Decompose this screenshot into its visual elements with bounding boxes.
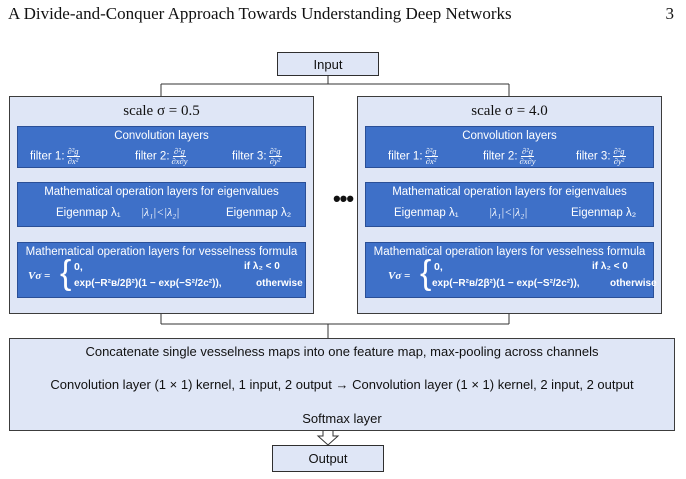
layer-title: Mathematical operation layers for eigenv… xyxy=(44,186,279,198)
layer-title: Mathematical operation layers for vessel… xyxy=(25,246,298,258)
layer-title: Mathematical operation layers for eigenv… xyxy=(392,186,627,198)
vesselness-layers-block: Mathematical operation layers for vessel… xyxy=(17,242,306,298)
vesselness-lhs: Vσ = xyxy=(388,270,411,282)
eigenvalue-layers-block: Mathematical operation layers for eigenv… xyxy=(17,182,306,227)
scale-panel-left: scale σ = 0.5 Convolution layers filter … xyxy=(9,96,314,314)
vesselness-lhs: Vσ = xyxy=(28,270,51,282)
softmax-step: Softmax layer xyxy=(302,411,382,426)
layer-title: Convolution layers xyxy=(114,130,209,142)
vesselness-case1: 0, xyxy=(434,261,443,273)
vesselness-cond1: if λ₂ < 0 xyxy=(592,261,628,272)
eigenmap-lambda1: Eigenmap λ₁ xyxy=(56,207,121,219)
paper-title: A Divide-and-Conquer Approach Towards Un… xyxy=(8,4,512,23)
vesselness-case1: 0, xyxy=(74,261,83,273)
input-node: Input xyxy=(277,52,379,76)
eigenmap-lambda1: Eigenmap λ₁ xyxy=(394,207,459,219)
filter-2: filter 2:∂²g∂x∂y xyxy=(135,146,188,166)
convolution-layers-block: Convolution layers filter 1:∂²g∂x² filte… xyxy=(17,126,306,168)
filter-3: filter 3:∂²g∂y² xyxy=(232,146,282,166)
filter-2: filter 2:∂²g∂x∂y xyxy=(483,146,536,166)
aggregation-panel: Concatenate single vesselness maps into … xyxy=(9,338,675,431)
page-header: A Divide-and-Conquer Approach Towards Un… xyxy=(8,4,678,28)
eigen-condition: |λ₁|<|λ₂| xyxy=(489,207,528,219)
vesselness-cond2: otherwise xyxy=(610,278,657,289)
layer-title: Mathematical operation layers for vessel… xyxy=(373,246,646,258)
vesselness-case2: exp(−R²ʙ/2β²)(1 − exp(−S²/2c²)), xyxy=(432,278,580,289)
output-node: Output xyxy=(272,445,384,472)
brace-icon: { xyxy=(420,254,432,292)
scale-label: scale σ = 4.0 xyxy=(471,103,548,119)
convolution-layers-block: Convolution layers filter 1:∂²g∂x² filte… xyxy=(365,126,654,168)
eigenmap-lambda2: Eigenmap λ₂ xyxy=(226,207,292,219)
vesselness-layers-block: Mathematical operation layers for vessel… xyxy=(365,242,657,298)
page-number: 3 xyxy=(665,4,675,23)
layer-title: Convolution layers xyxy=(462,130,557,142)
eigenmap-lambda2: Eigenmap λ₂ xyxy=(571,207,637,219)
eigenvalue-layers-block: Mathematical operation layers for eigenv… xyxy=(365,182,654,227)
down-arrow xyxy=(316,429,340,446)
filter-1: filter 1:∂²g∂x² xyxy=(30,146,80,166)
brace-icon: { xyxy=(60,254,72,292)
vesselness-case2: exp(−R²ʙ/2β²)(1 − exp(−S²/2c²)), xyxy=(74,278,222,289)
convolution-step: Convolution layer (1 × 1) kernel, 1 inpu… xyxy=(50,377,634,392)
vesselness-cond2: otherwise xyxy=(256,278,303,289)
vesselness-cond1: if λ₂ < 0 xyxy=(244,261,280,272)
concatenate-step: Concatenate single vesselness maps into … xyxy=(85,344,599,359)
scale-label: scale σ = 0.5 xyxy=(123,103,200,119)
filter-3: filter 3:∂²g∂y² xyxy=(576,146,626,166)
filter-1: filter 1:∂²g∂x² xyxy=(388,146,438,166)
eigen-condition: |λ₁|<|λ₂| xyxy=(141,207,180,219)
scale-panel-right: scale σ = 4.0 Convolution layers filter … xyxy=(357,96,662,314)
ellipsis: ••• xyxy=(332,186,354,211)
